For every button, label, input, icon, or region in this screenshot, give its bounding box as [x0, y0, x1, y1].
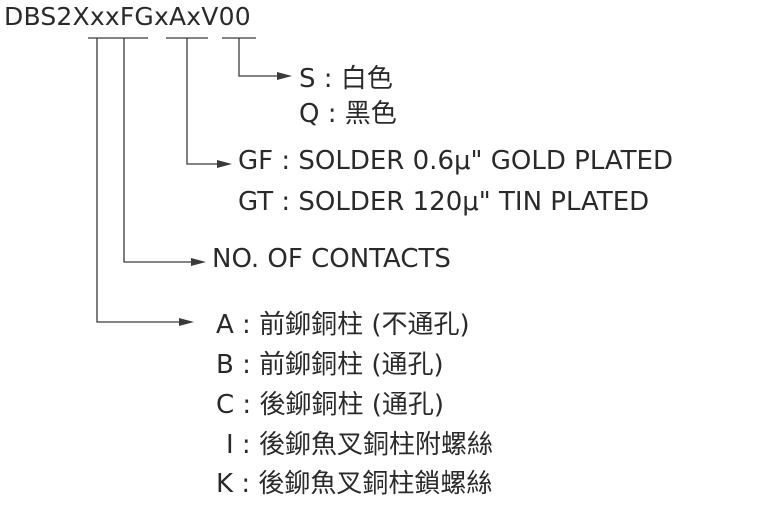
mount-option-i: I : 後鉚魚叉銅柱附螺絲 [226, 424, 493, 461]
option-code: Q [299, 99, 320, 129]
mount-option-b: B : 前鉚銅柱 (通孔) [216, 344, 444, 381]
option-code: S [299, 64, 316, 94]
option-desc: SOLDER 0.6μ" GOLD PLATED [298, 146, 673, 176]
option-code: GT [238, 187, 274, 217]
mount-option-c: C : 後鉚銅柱 (通孔) [216, 384, 444, 421]
option-desc: SOLDER 120μ" TIN PLATED [298, 187, 650, 217]
option-sep: : [233, 430, 259, 460]
option-code: C [216, 390, 235, 420]
leader-color [238, 38, 278, 77]
option-code: I [226, 430, 234, 460]
option-desc: 前鉚銅柱 (不通孔) [259, 310, 470, 340]
arrow-mount [179, 318, 194, 326]
option-sep: : [319, 99, 345, 129]
option-desc: 黑色 [344, 99, 397, 129]
arrow-contacts [191, 258, 206, 266]
plating-option-gt: GT : SOLDER 120μ" TIN PLATED [238, 187, 649, 217]
color-option-s: S : 白色 [299, 58, 393, 95]
option-desc: 後鉚魚叉銅柱附螺絲 [258, 430, 493, 460]
part-number: DBS2XxxFGxAxV00 [4, 2, 251, 31]
option-desc: 白色 [340, 64, 393, 94]
contacts-label: NO. OF CONTACTS [212, 244, 451, 274]
option-desc: 前鉚銅柱 (通孔) [259, 350, 444, 380]
option-code: B [216, 350, 234, 380]
option-desc: 後鉚銅柱 (通孔) [259, 390, 445, 420]
option-sep: : [233, 350, 260, 380]
arrow-plating [217, 160, 232, 168]
option-sep: : [273, 187, 299, 217]
option-code: K [216, 469, 234, 499]
option-code: A [216, 310, 234, 340]
arrow-color [277, 72, 292, 80]
option-code: GF [238, 146, 274, 176]
mount-option-k: K : 後鉚魚叉銅柱鎖螺絲 [216, 463, 492, 500]
mount-option-a: A : 前鉚銅柱 (不通孔) [216, 304, 470, 341]
option-sep: : [315, 64, 341, 94]
option-sep: : [233, 469, 259, 499]
leader-mount [96, 38, 180, 323]
option-sep: : [234, 390, 260, 420]
plating-option-gf: GF : SOLDER 0.6μ" GOLD PLATED [238, 146, 673, 176]
option-sep: : [273, 146, 299, 176]
option-desc: 後鉚魚叉銅柱鎖螺絲 [258, 469, 493, 499]
leader-contacts [123, 38, 192, 263]
leader-plating [186, 38, 218, 165]
color-option-q: Q : 黑色 [299, 93, 397, 130]
option-sep: : [233, 310, 260, 340]
